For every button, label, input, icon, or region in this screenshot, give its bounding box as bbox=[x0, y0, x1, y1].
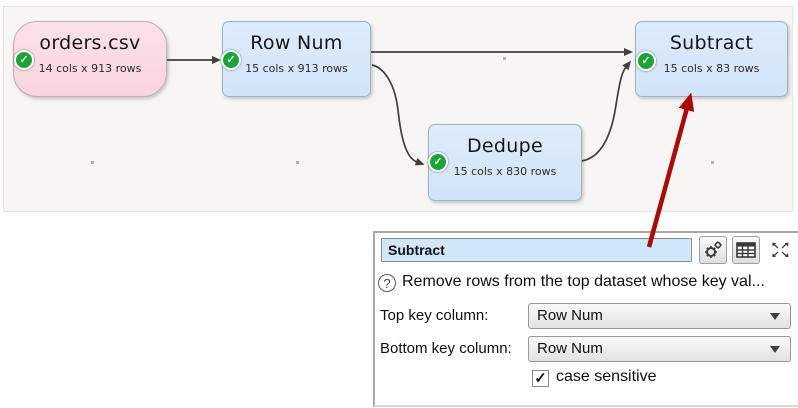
grid-dot bbox=[91, 161, 94, 164]
node-title: orders.csv bbox=[39, 32, 141, 54]
node-size-text: 15 cols x 83 rows bbox=[663, 62, 760, 75]
transform-description: Remove rows from the top dataset whose k… bbox=[402, 273, 765, 290]
node-size-text: 15 cols x 913 rows bbox=[245, 62, 348, 75]
status-check-icon: ✓ bbox=[428, 152, 448, 172]
case-sensitive-checkbox[interactable]: ✓ bbox=[532, 370, 549, 387]
node-subtract[interactable]: Subtract 15 cols x 83 rows bbox=[635, 21, 788, 97]
show-table-button[interactable] bbox=[732, 236, 760, 264]
node-row-num[interactable]: Row Num 15 cols x 913 rows bbox=[222, 21, 371, 97]
chevron-down-icon bbox=[770, 346, 780, 353]
top-key-column-label: Top key column: bbox=[380, 307, 489, 324]
selected-value: Row Num bbox=[537, 307, 603, 324]
status-check-icon: ✓ bbox=[14, 50, 34, 70]
case-sensitive-label: case sensitive bbox=[556, 368, 657, 385]
settings-gear-button[interactable] bbox=[699, 236, 727, 264]
node-title: Subtract bbox=[669, 32, 754, 54]
node-title: Dedupe bbox=[467, 135, 543, 157]
transform-settings-panel: ? Remove rows from the top dataset whose… bbox=[373, 231, 798, 407]
node-size-text: 14 cols x 913 rows bbox=[38, 62, 142, 75]
bottom-key-column-label: Bottom key column: bbox=[380, 340, 512, 357]
maximize-panel-button[interactable] bbox=[765, 236, 795, 264]
bottom-key-column-select[interactable]: Row Num bbox=[528, 336, 791, 362]
node-orders-csv[interactable]: orders.csv 14 cols x 913 rows bbox=[13, 21, 167, 97]
gear-icon bbox=[705, 241, 722, 258]
status-check-icon: ✓ bbox=[636, 51, 656, 71]
help-icon[interactable]: ? bbox=[378, 274, 396, 292]
grid-dot bbox=[503, 57, 506, 60]
node-title: Row Num bbox=[250, 32, 343, 54]
expand-icon bbox=[772, 242, 789, 258]
transform-name-input[interactable] bbox=[381, 238, 692, 262]
node-dedupe[interactable]: Dedupe 15 cols x 830 rows bbox=[428, 124, 582, 201]
grid-dot bbox=[711, 161, 714, 164]
checkbox-check-icon: ✓ bbox=[534, 370, 547, 387]
status-check-icon: ✓ bbox=[221, 50, 241, 70]
table-icon bbox=[736, 242, 756, 258]
node-size-text: 15 cols x 830 rows bbox=[453, 165, 557, 178]
grid-dot bbox=[296, 161, 299, 164]
selected-value: Row Num bbox=[537, 340, 603, 357]
chevron-down-icon bbox=[770, 313, 780, 320]
top-key-column-select[interactable]: Row Num bbox=[528, 303, 791, 329]
